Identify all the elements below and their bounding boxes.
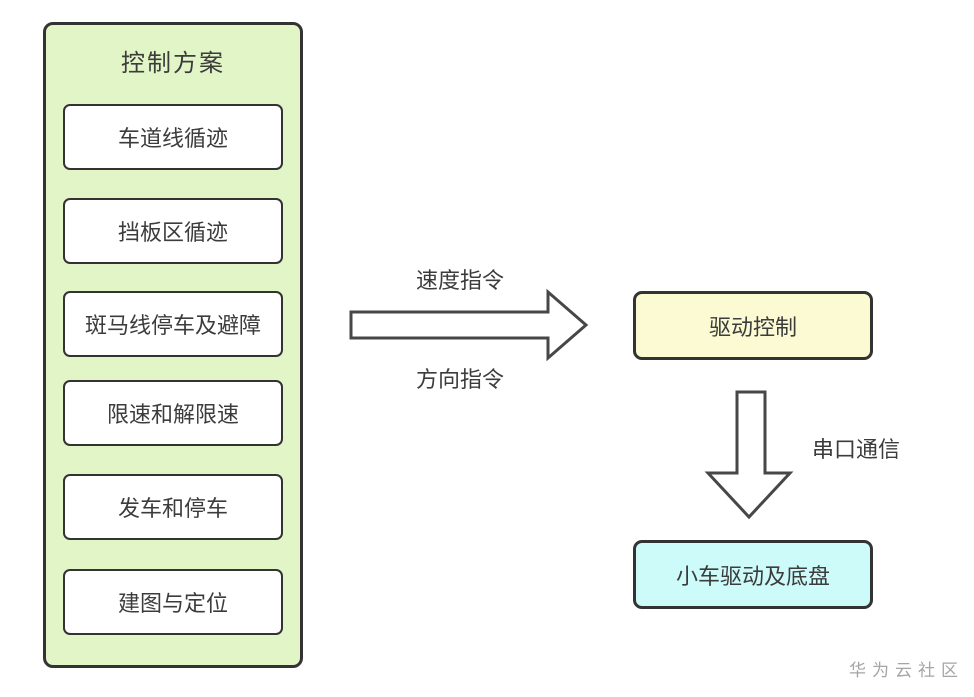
node-baffle-area-tracking: 挡板区循迹 bbox=[63, 198, 283, 264]
node-lane-line-tracking: 车道线循迹 bbox=[63, 104, 283, 170]
node-speed-limit: 限速和解限速 bbox=[63, 380, 283, 446]
direction-command-label: 方向指令 bbox=[415, 367, 504, 392]
node-car-drive-chassis: 小车驱动及底盘 bbox=[633, 540, 873, 609]
right-arrow-icon bbox=[349, 288, 589, 362]
node-drive-control: 驱动控制 bbox=[633, 291, 873, 360]
control-scheme-panel: 控制方案 车道线循迹 挡板区循迹 斑马线停车及避障 限速和解限速 发车和停车 建… bbox=[43, 22, 303, 668]
watermark: 华为云社区 bbox=[849, 661, 964, 680]
speed-command-label: 速度指令 bbox=[415, 268, 504, 293]
node-start-stop: 发车和停车 bbox=[63, 474, 283, 540]
node-mapping-localization: 建图与定位 bbox=[63, 569, 283, 635]
down-arrow-icon bbox=[704, 390, 794, 520]
node-zebra-stop-avoidance: 斑马线停车及避障 bbox=[63, 291, 283, 357]
panel-title: 控制方案 bbox=[121, 50, 225, 77]
serial-communication-label: 串口通信 bbox=[812, 437, 901, 462]
